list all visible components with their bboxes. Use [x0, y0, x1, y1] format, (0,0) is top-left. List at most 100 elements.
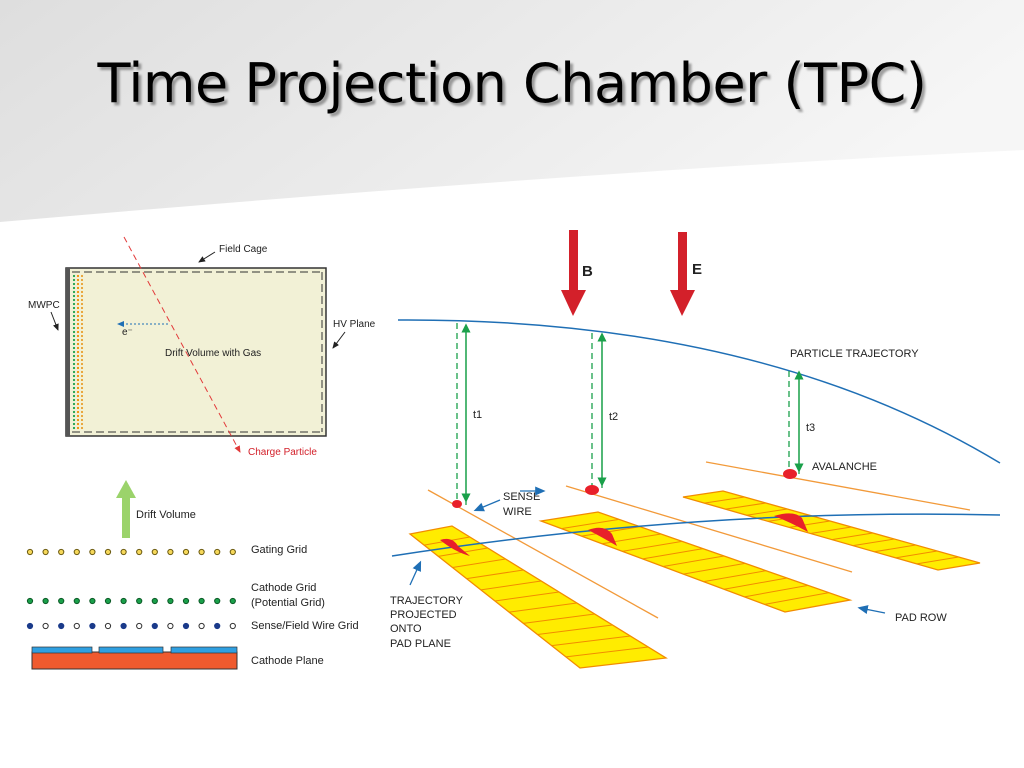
mwpc-wire-dot: [72, 354, 76, 358]
mwpc-wire-dot: [80, 362, 84, 366]
sense-wire-3: [705, 461, 971, 511]
pad-divider: [831, 532, 873, 541]
mwpc-wire-dot: [80, 310, 84, 314]
mwpc-wire-dot: [80, 322, 84, 326]
mwpc-wire-dot: [72, 426, 76, 430]
mwpc-wire-dot: [72, 386, 76, 390]
mwpc-wire-dot: [76, 338, 80, 342]
mwpc-wire-dot: [80, 354, 84, 358]
charge-particle-track: [123, 236, 241, 453]
sense-wire-1: [427, 489, 659, 619]
grid-wire: [136, 597, 143, 605]
field-cage-label: Field Cage: [219, 244, 268, 255]
mwpc-wire-dot: [76, 298, 80, 302]
pad-signal-3: [774, 513, 808, 532]
mwpc-wire-dot: [72, 370, 76, 374]
mwpc-wire-dot: [76, 286, 80, 290]
pad-divider: [622, 540, 683, 552]
b-field-label: B: [582, 263, 593, 280]
mwpc-wire-dot: [72, 282, 76, 286]
mwpc-wire-dot: [72, 294, 76, 298]
wire-label: WIRE: [503, 506, 532, 518]
grid-wire: [26, 597, 34, 605]
pad-divider: [703, 570, 767, 583]
mwpc-wire-dot: [76, 318, 80, 322]
hv-plane-arrow: [332, 331, 346, 349]
mwpc-wire-dot: [76, 354, 80, 358]
pad-divider: [642, 548, 704, 560]
mwpc-wire-dot: [72, 286, 76, 290]
pad-divider: [725, 502, 766, 510]
mwpc-wire-dot: [72, 306, 76, 310]
mwpc-wire-dot: [76, 370, 80, 374]
b-field-arrow: [561, 230, 586, 316]
mwpc-wire-dot: [80, 326, 84, 330]
grid-wire: [198, 597, 205, 605]
pad-row-label: PAD ROW: [895, 612, 947, 624]
mwpc-wire-dot: [76, 414, 80, 418]
electron-label: e⁻: [122, 327, 133, 338]
mwpc-wire-dot: [80, 382, 84, 386]
mwpc-wire-dot: [80, 282, 84, 286]
mwpc-wire-dot: [76, 382, 80, 386]
mwpc-wire-dot: [80, 366, 84, 370]
cathode-grid-label: Cathode Grid: [251, 582, 316, 594]
grid-wire: [151, 597, 158, 605]
avalanche-1: [452, 500, 462, 508]
grid-wire: [58, 597, 65, 605]
mwpc-wire-dot: [76, 350, 80, 354]
mwpc-wire-dot: [76, 278, 80, 282]
mwpc-wire-dot: [80, 394, 84, 398]
field-cage-arrow: [198, 251, 216, 263]
grid-wire: [229, 597, 236, 605]
mwpc-wire-dot: [80, 378, 84, 382]
sense-label: SENSE: [503, 491, 540, 503]
grid-wire: [136, 548, 143, 556]
grid-wire: [26, 622, 34, 630]
pad-divider: [581, 526, 641, 537]
mwpc-wire-dot: [80, 334, 84, 338]
mwpc-wire-dot: [72, 362, 76, 366]
mwpc-wire-dot: [76, 422, 80, 426]
grid-wire: [104, 597, 112, 605]
mwpc-wire-dot: [76, 330, 80, 334]
mwpc-wire-dot: [72, 382, 76, 386]
mwpc-wire-dot: [76, 294, 80, 298]
sense-field-grid-label: Sense/Field Wire Grid: [251, 620, 359, 632]
mwpc-wire-dot: [72, 310, 76, 314]
grid-wire: [73, 548, 80, 556]
mwpc-wire-dot: [80, 342, 84, 346]
grid-wire: [167, 597, 174, 605]
mwpc-wire-dot: [80, 290, 84, 294]
mwpc-wire-dot: [76, 342, 80, 346]
pad-divider: [480, 580, 542, 591]
grid-wire: [182, 548, 190, 556]
mwpc-wire-dot: [72, 326, 76, 330]
e-field-label: E: [692, 261, 702, 278]
mwpc-wire-dot: [72, 322, 76, 326]
grid-wire: [198, 622, 205, 630]
pad-divider: [895, 550, 938, 559]
mwpc-wire-dot: [80, 346, 84, 350]
grid-wire: [58, 622, 65, 630]
grid-wire: [182, 622, 190, 630]
grid-wire: [229, 622, 236, 630]
grid-wire: [73, 597, 80, 605]
pad-divider: [509, 602, 577, 613]
pad-divider: [494, 591, 560, 602]
mwpc-wire-dot: [72, 422, 76, 426]
mwpc-wire-dot: [80, 426, 84, 430]
mwpc-wire-dot: [72, 358, 76, 362]
mwpc-wire-dot: [72, 366, 76, 370]
t2-label: t2: [609, 411, 618, 423]
mwpc-wire-dot: [80, 294, 84, 298]
mwpc-wire-dot: [80, 338, 84, 342]
mwpc-wire-dot: [72, 374, 76, 378]
pad-divider: [452, 558, 506, 568]
pad-divider: [537, 624, 613, 635]
grid-wire: [42, 597, 49, 605]
mwpc-wire-dot: [72, 298, 76, 302]
mwpc-wire-dot: [72, 418, 76, 422]
pad-row-pointer: [857, 605, 886, 614]
